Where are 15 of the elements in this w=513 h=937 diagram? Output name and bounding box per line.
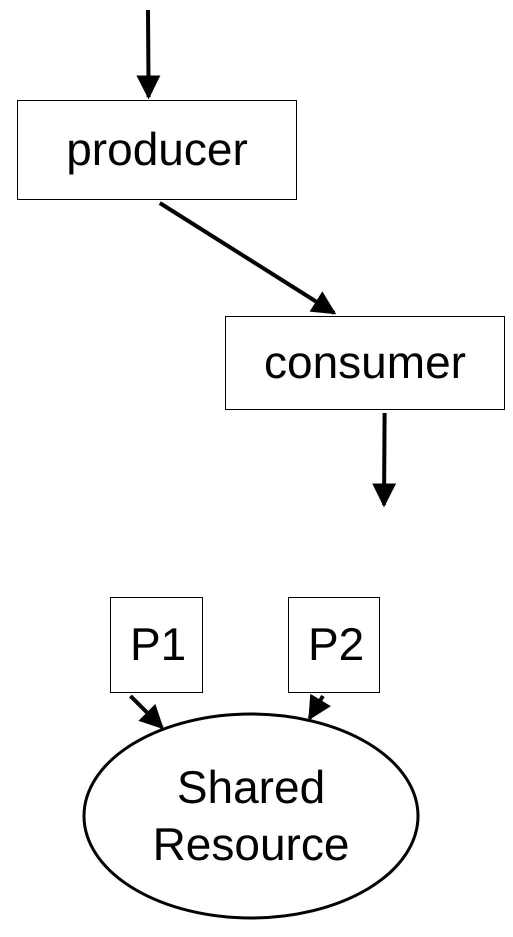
process-box — [225, 316, 505, 410]
node-label: Shared Resource — [152, 760, 350, 872]
arrow — [129, 694, 164, 730]
arrow — [158, 201, 336, 315]
process-box — [110, 597, 203, 693]
node-label: producer — [66, 122, 248, 178]
process-box — [288, 597, 380, 693]
node-label: P2 — [308, 617, 360, 672]
node-label: P1 — [130, 617, 183, 672]
arrow — [372, 412, 396, 508]
arrow — [136, 10, 160, 100]
arrow — [308, 694, 331, 720]
node-label: consumer — [264, 335, 466, 390]
ellipse-node — [82, 712, 420, 920]
process-box — [17, 100, 297, 200]
